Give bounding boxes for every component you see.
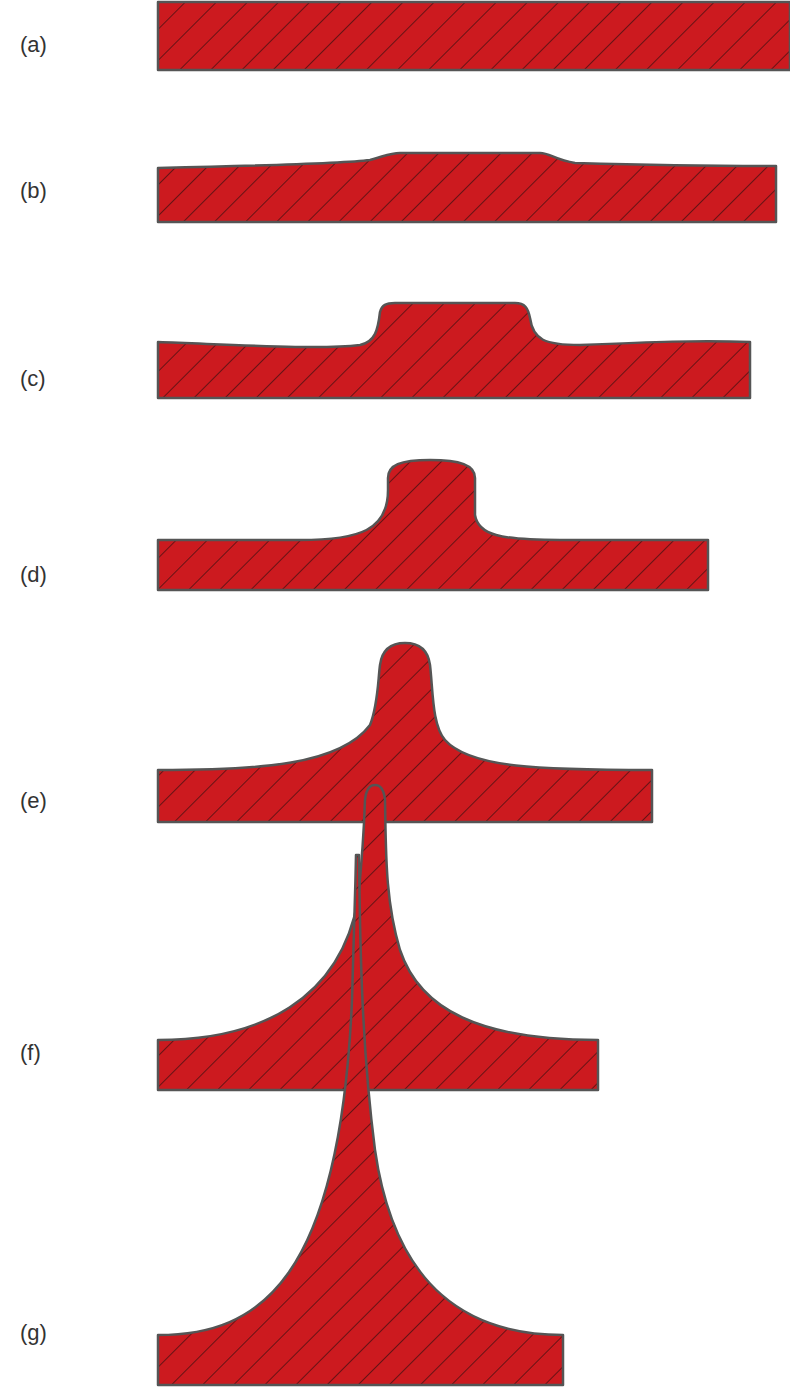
flat-layer [158,2,790,70]
stage-label: (d) [20,564,47,586]
stage-label: (f) [20,1042,41,1064]
cusp-layer [158,855,563,1385]
stage-label: (b) [20,180,47,202]
column-layer [158,460,708,590]
stage-label: (e) [20,790,47,812]
stage-label: (c) [20,368,46,390]
stage-label: (g) [20,1322,47,1344]
thin-jet-layer [158,785,598,1090]
small-bump-layer [158,153,776,222]
stage-label: (a) [20,34,47,56]
growing-bump-layer [158,303,750,398]
jet-layer [158,643,652,822]
